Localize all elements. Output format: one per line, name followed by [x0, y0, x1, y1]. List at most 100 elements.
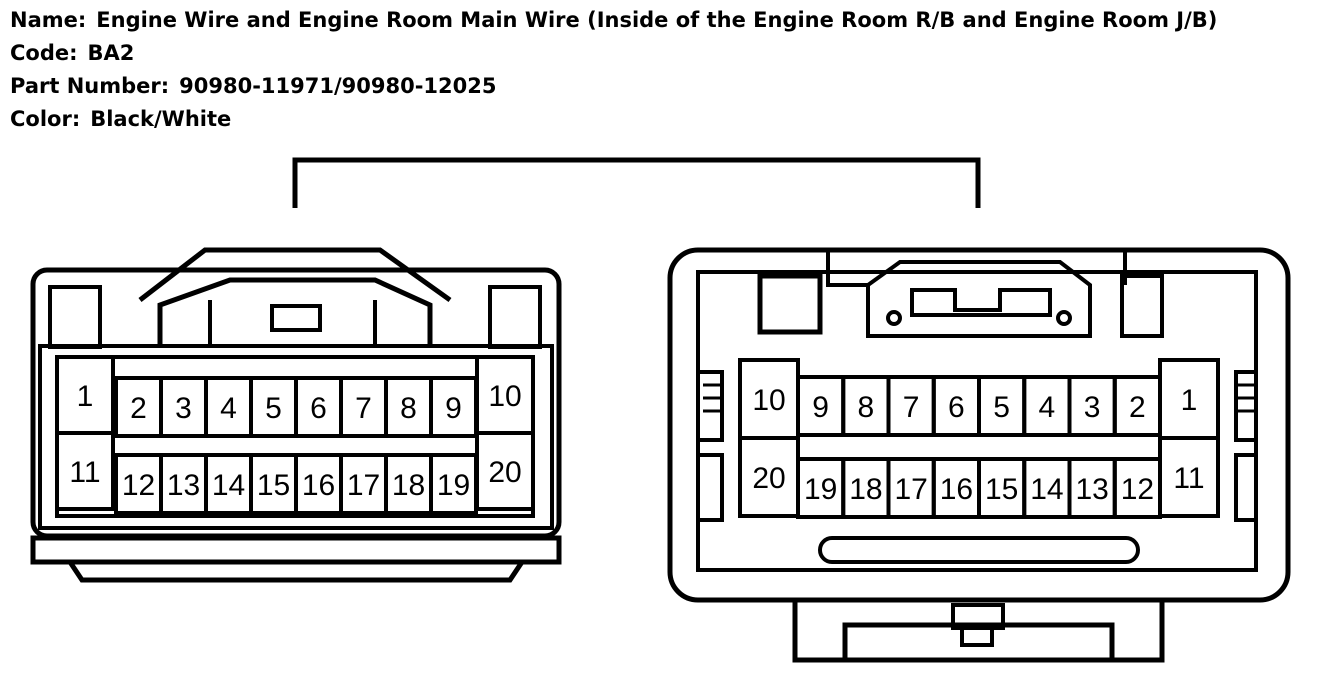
left-connector-pin-bottom-0-label: 11: [69, 456, 100, 489]
right-connector-pin-bottom-9: 11: [1158, 436, 1220, 518]
left-connector-pin-bottom-6: 17: [339, 453, 388, 515]
left-connector-pin-top-8: 9: [429, 376, 478, 438]
left-connector-pin-bottom-0-cell: [55, 431, 115, 511]
left-connector-pin-bottom-8-label: 19: [437, 469, 470, 502]
left-connector-pin-top-8-cell: [429, 376, 478, 438]
left-connector-pin-bottom-8: 19: [429, 453, 478, 515]
left-connector-pin-bottom-7-label: 18: [392, 469, 425, 502]
right-connector-pin-bottom-7: 13: [1067, 457, 1117, 519]
left-connector-pin-top-1: 2: [114, 376, 163, 438]
right-connector-pin-bottom-1-label: 19: [804, 473, 837, 506]
code-row: Code: BA2: [10, 37, 1217, 70]
right-connector-notch-left: [826, 252, 870, 287]
left-connector-pin-bottom-5-label: 16: [302, 469, 335, 502]
right-connector-pin-top-6: 4: [1022, 375, 1072, 437]
left-connector-pin-bottom-2-label: 13: [167, 469, 200, 502]
part-number-row: Part Number:90980-11971/90980-12025: [10, 70, 1217, 103]
right-connector-pin-top-7: 3: [1067, 375, 1117, 437]
left-connector-pin-top-2-label: 3: [175, 392, 192, 425]
right-connector-latch-hole-right: [1056, 310, 1072, 326]
left-connector-pin-bottom-7: 18: [384, 453, 433, 515]
right-connector-pin-bottom-4-label: 16: [940, 473, 973, 506]
name-label: Name:: [10, 8, 87, 32]
left-connector-latch-arms: [208, 300, 377, 345]
right-connector-side-rib-left: [700, 370, 724, 522]
right-connector-pin-top-1-label: 9: [812, 391, 829, 424]
left-connector-corner-right: [488, 285, 542, 349]
right-connector-pin-bottom-1: 19: [796, 457, 846, 519]
right-connector-pin-bottom-8-label: 12: [1121, 473, 1154, 506]
left-connector-pin-bottom-0: 11: [55, 431, 115, 511]
left-connector-pin-bottom-1: 12: [114, 453, 163, 515]
right-connector-pin-bottom-3: 17: [886, 457, 936, 519]
right-connector-pin-bottom-2: 18: [841, 457, 891, 519]
left-connector-pin-top-0: 1: [55, 355, 115, 435]
right-connector-pin-top-8-cell: [1112, 375, 1162, 437]
left-connector-foot: [30, 535, 562, 583]
left-connector-pin-top-5: 6: [294, 376, 343, 438]
right-connector-pin-top-8: 2: [1112, 375, 1162, 437]
code-label: Code:: [10, 41, 78, 65]
code-value: BA2: [87, 41, 135, 65]
left-connector-pin-bottom-3: 14: [204, 453, 253, 515]
left-connector-pin-top-3-label: 4: [220, 392, 237, 425]
left-connector-pin-bottom-2: 13: [159, 453, 208, 515]
left-connector-pin-top-7: 8: [384, 376, 433, 438]
right-connector-side-ticks: [703, 383, 1255, 413]
left-connector-pin-top-4: 5: [249, 376, 298, 438]
right-connector-pin-top-7-label: 3: [1084, 391, 1101, 424]
left-connector-pin-top-7-label: 8: [400, 392, 417, 425]
left-connector-corner-left: [48, 285, 102, 349]
right-connector-pin-bottom-7-label: 13: [1075, 473, 1108, 506]
right-connector-pin-bottom-5: 15: [977, 457, 1027, 519]
left-connector-pin-top-0-label: 1: [77, 380, 94, 413]
right-connector-pin-top-4-label: 6: [948, 391, 965, 424]
left-connector-pin-top-9-label: 10: [488, 380, 521, 413]
left-connector-pin-top-6-label: 7: [355, 392, 372, 425]
right-connector-pin-top-2: 8: [841, 375, 891, 437]
left-connector-pin-bottom-8-cell: [429, 453, 478, 515]
right-connector-corner-right: [1120, 274, 1164, 338]
right-connector-pin-bottom-0: 20: [738, 436, 800, 518]
right-connector-pin-top-5-label: 5: [993, 391, 1010, 424]
right-connector-pin-bottom-2-label: 18: [849, 473, 882, 506]
left-connector-pin-top-8-label: 9: [445, 392, 462, 425]
right-connector-pin-top-9-label: 1: [1181, 384, 1198, 417]
left-connector-pin-bottom-9: 20: [475, 431, 535, 511]
right-connector-key: [951, 603, 1005, 647]
left-connector-pin-top-4-label: 5: [265, 392, 282, 425]
left-connector-latch-tab: [270, 304, 322, 332]
left-connector-latch-inner: [157, 277, 433, 345]
right-connector-pin-top-0-label: 10: [752, 384, 785, 417]
right-connector-pin-top-1: 9: [796, 375, 846, 437]
color-row: Color:Black/White: [10, 103, 1217, 136]
right-connector-outer-shell: [667, 247, 1291, 603]
right-connector-latch-step: [910, 288, 1052, 317]
right-connector-pin-top-0: 10: [738, 358, 800, 440]
right-connector-slot: [818, 536, 1140, 564]
left-connector-pin-top-5-label: 6: [310, 392, 327, 425]
left-connector-pin-top-2: 3: [159, 376, 208, 438]
right-connector-corner-left: [757, 273, 823, 335]
right-connector-pin-bottom-9-label: 11: [1173, 462, 1204, 495]
right-connector-pin-bottom-3-label: 17: [894, 473, 927, 506]
left-connector-pin-bottom-5: 16: [294, 453, 343, 515]
right-connector-pin-top-2-label: 8: [858, 391, 875, 424]
left-connector-terminal-cavity: [38, 344, 554, 530]
right-connector-latch-hole-left: [886, 310, 902, 326]
left-connector-pin-bottom-1-label: 12: [122, 469, 155, 502]
left-connector-pin-bottom-4-label: 15: [257, 469, 290, 502]
right-connector-bottom-tab: [792, 600, 1165, 663]
left-connector-pin-top-3: 4: [204, 376, 253, 438]
left-connector-pin-bottom-4: 15: [249, 453, 298, 515]
name-row: Name:Engine Wire and Engine Room Main Wi…: [10, 4, 1217, 37]
part-number-value: 90980-11971/90980-12025: [179, 74, 497, 98]
connector-info: Name:Engine Wire and Engine Room Main Wi…: [10, 4, 1217, 136]
left-connector-pin-top-1-label: 2: [130, 392, 147, 425]
right-connector-pin-top-5: 5: [977, 375, 1027, 437]
